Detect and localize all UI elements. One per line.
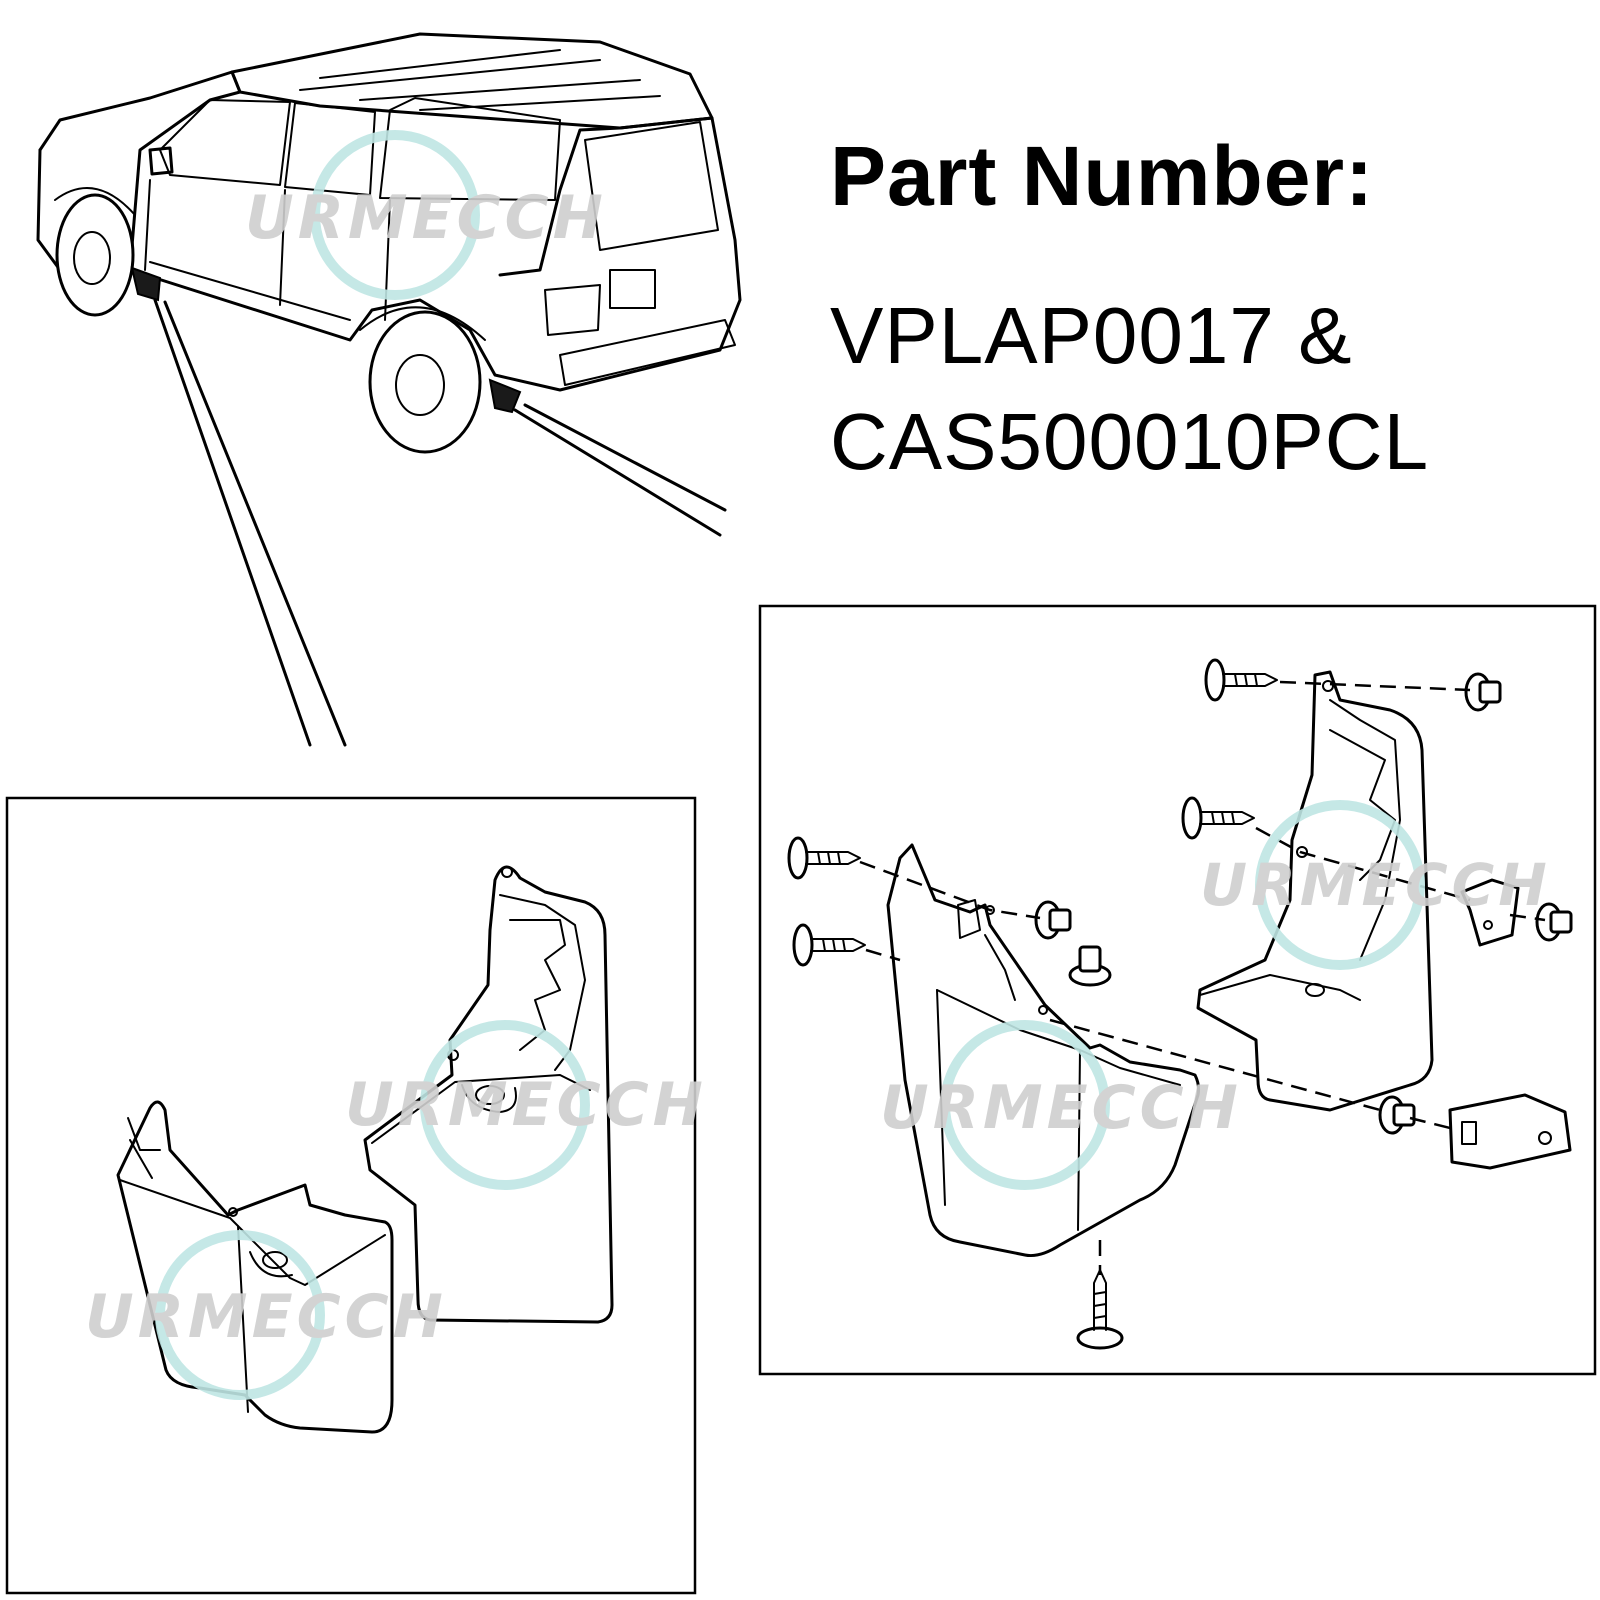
watermark-text: URMECCH [85, 1282, 447, 1352]
assembly-lines [859, 680, 1546, 1275]
part-number-secondary: CAS500010PCL [830, 397, 1430, 486]
fastener-clips [1034, 672, 1573, 1135]
part-number-heading: Part Number: [830, 129, 1375, 223]
part-number-primary: VPLAP0017 & [830, 291, 1353, 380]
watermarks: URMECCH URMECCH URMECCH URMECCH URMECCH [85, 130, 1551, 1400]
watermark-text: URMECCH [245, 183, 607, 253]
vehicle-illustration [36, 32, 742, 747]
left-panel [5, 796, 697, 1595]
mounting-brackets [1448, 878, 1572, 1170]
watermark-text: URMECCH [345, 1070, 707, 1140]
right-panel [758, 604, 1597, 1376]
front-mud-flap [116, 1100, 394, 1434]
rear-flap-exploded [1196, 670, 1434, 1112]
watermark-text: URMECCH [880, 1073, 1242, 1143]
watermark-text: URMECCH [1200, 851, 1551, 919]
fastener-bolts [787, 658, 1278, 1350]
